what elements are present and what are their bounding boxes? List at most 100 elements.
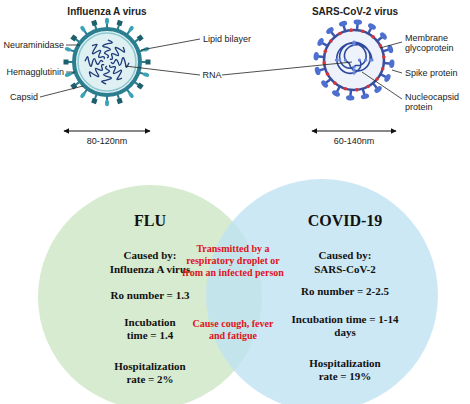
nucleocapsid-dot [352,71,355,74]
part-label: Nucleocapsid protein [405,92,467,112]
hemagglutinin-head [105,100,109,106]
virus-title: Influenza A virus [40,6,174,18]
sars-membrane-glycoprotein [322,28,385,91]
neuraminidase-head [137,83,144,90]
spike-head [389,59,395,68]
shared-trait: Transmitted by a respiratory droplet or … [180,243,286,279]
spike-head [316,37,325,47]
spike-head [314,66,321,76]
rna-coil [337,42,372,73]
spike-head [383,73,392,83]
sars-rna [337,42,372,73]
part-label: Spike protein [405,68,467,78]
part-label: Membrane glycoprotein [405,33,467,53]
neuraminidase-head [117,20,123,26]
dimension-label: 60-140nm [324,136,384,146]
part-label: RNA [202,70,222,80]
sars-cov-2-virus [313,19,395,101]
spike-head [338,20,348,27]
nucleocapsid-dot [352,65,355,68]
glycoprotein-dot [338,32,342,36]
part-label: Neuraminidase [2,40,64,50]
glycoprotein-dot [322,61,326,65]
nucleocapsid-dot [364,58,367,61]
influenza-virus [64,18,151,106]
glycoprotein-dot [381,67,385,71]
nucleocapsid-dot [352,69,355,72]
nucleocapsid-dot [358,58,361,61]
circle-text: Ro number = 2-2.5 [280,285,410,298]
glycoprotein-dot [333,81,337,85]
spike-head [331,89,341,98]
hemagglutinin-head [79,91,86,99]
circle-text: Caused by: [285,249,405,262]
glycoprotein-dot [366,85,370,89]
glycoprotein-dot [343,87,347,91]
circle-heading: FLU [95,212,205,230]
circle-text: Hospitalization rate = 2% [104,360,196,386]
glycoprotein-dot [326,72,330,76]
glycoprotein-dot [375,77,379,81]
circle-fill [206,179,438,404]
nucleocapsid-dot [335,58,338,61]
neuraminidase-head [91,98,97,104]
spike-head [325,26,335,35]
rna-strand [102,66,112,84]
flu-capsid [74,29,140,95]
nucleocapsid-dot [370,58,373,61]
part-label: Lipid bilayer [203,34,265,44]
venn-circle: COVID-19Caused by:SARS-CoV-2 Ro number = … [206,179,438,404]
rna-strand [85,57,103,67]
virus-title: SARS-CoV-2 virus [290,6,420,18]
glycoprotein-dot [324,49,328,53]
neuraminidase-head [146,60,151,65]
hemagglutinin-head [128,91,135,99]
hemagglutinin-head [79,25,86,33]
circle-text: Incubation time = 1-14 days [281,313,409,339]
neuraminidase-head [117,98,123,104]
dimension-label: 80-120nm [77,136,137,146]
circle-text: SARS-CoV-2 [285,263,405,276]
glycoprotein-dot [382,55,386,59]
part-label: Capsid [2,92,38,102]
hemagglutinin-head [105,18,109,24]
spike-head [360,93,370,100]
glycoprotein-dot [371,35,375,39]
hemagglutinin-head [64,46,71,52]
circle-text: Ro number = 1.3 [85,289,215,302]
nucleocapsid-dot [352,43,355,46]
dimension-arrow [312,131,396,132]
circle-text: Incubation time = 1.4 [114,316,186,342]
rna-strand [110,47,125,59]
spike-head [353,19,362,25]
hemagglutinin-head [64,72,71,78]
nucleocapsid-dot [338,58,341,61]
spike-head [346,95,355,101]
glycoprotein-dot [355,88,359,92]
glycoprotein-dot [329,39,333,43]
circle-heading: COVID-19 [290,212,400,230]
nucleocapsid-dot [344,58,347,61]
sars-spikes [313,19,395,101]
neuraminidase-head [64,60,69,65]
spike-head [379,31,388,41]
rna-strand [103,40,113,58]
shared-trait: Cause cough, fever and fatigue [185,318,281,342]
neuraminidase-head [91,20,97,26]
spike-head [373,85,383,94]
spike-head [320,79,329,89]
circle-text: Hospitalization rate = 19% [299,357,391,383]
neuraminidase-head [70,34,77,41]
neuraminidase-head [137,34,144,41]
spike-head [313,52,319,61]
dimension-arrow [64,131,150,132]
spike-head [367,22,377,31]
leader-lines [40,39,402,99]
part-label: Hemagglutinin [2,67,64,77]
flu-lipid-bilayer [78,33,136,91]
flu-rna [85,40,129,84]
glycoprotein-dot [349,28,353,32]
flu-spikes [64,18,151,106]
glycoprotein-dot [361,30,365,34]
hemagglutinin-head [128,25,135,33]
